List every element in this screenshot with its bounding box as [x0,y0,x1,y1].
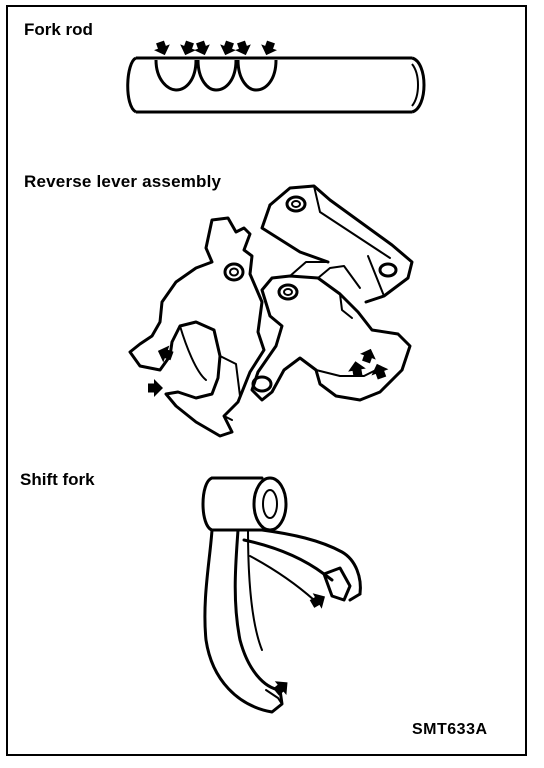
shift-fork-arrows [270,588,330,699]
shift-fork-drawing [201,476,362,714]
arrow-icon [217,39,238,59]
fork-rod-label: Fork rod [24,20,93,39]
figure-frame [6,5,527,756]
fork-rod-arrows [152,39,279,59]
arrow-icon [258,39,279,59]
arrow-icon [307,588,330,612]
arrow-icon [358,345,379,365]
arrow-icon [148,379,163,397]
arrow-icon [177,39,198,59]
figure-code: SMT633A [412,721,488,738]
arrow-icon [233,39,254,59]
fork-rod-drawing [126,56,426,114]
arrow-icon [192,39,213,59]
arrow-icon [152,39,173,59]
shift-fork-label: Shift fork [20,470,95,489]
arrow-icon [346,359,367,378]
arrow-icon [368,360,391,382]
reverse-lever-label: Reverse lever assembly [24,172,222,191]
reverse-lever-drawing [128,184,414,438]
